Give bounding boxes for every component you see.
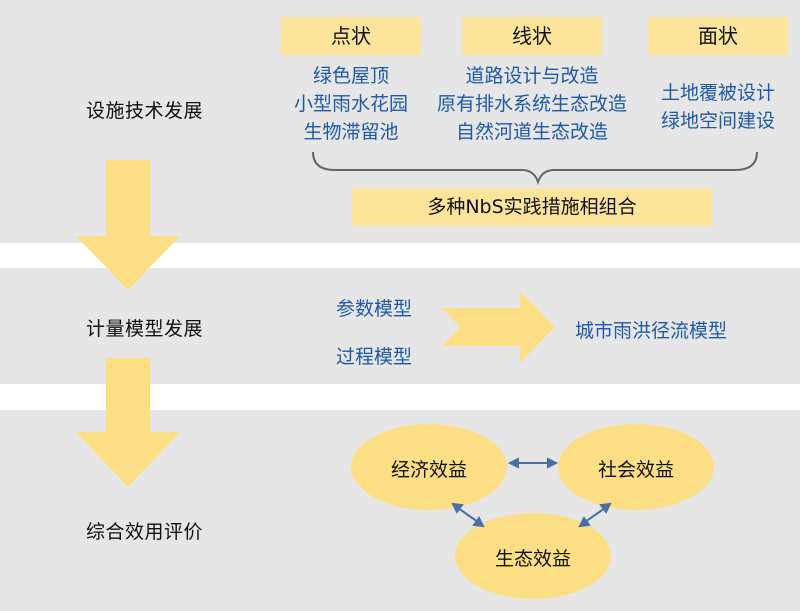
combination-box: 多种NbS实践措施相组合 bbox=[352, 188, 712, 226]
category-area-items: 土地覆被设计 绿地空间建设 bbox=[648, 79, 788, 135]
ellipse-economic bbox=[351, 424, 507, 510]
list-item: 自然河道生态改造 bbox=[455, 121, 608, 143]
benefit-social: 社会效益 bbox=[597, 459, 674, 481]
category-point-items: 绿色屋顶 小型雨水花园 生物滞留池 bbox=[281, 62, 421, 146]
flow-arrow-down-1 bbox=[76, 160, 180, 290]
list-item: 原有排水系统生态改造 bbox=[436, 93, 627, 115]
benefit-ecological: 生态效益 bbox=[494, 548, 571, 570]
list-item: 道路设计与改造 bbox=[465, 65, 599, 87]
category-area: 面状 bbox=[648, 17, 788, 55]
stage-label-evaluation: 综合效用评价 bbox=[86, 521, 204, 543]
connector-econ-eco bbox=[457, 507, 479, 523]
list-item: 小型雨水花园 bbox=[293, 93, 408, 115]
flow-arrow-down-2 bbox=[76, 358, 180, 487]
stage-label-model: 计量模型发展 bbox=[86, 318, 204, 340]
model-input-process: 过程模型 bbox=[336, 346, 413, 368]
benefit-economic: 经济效益 bbox=[390, 459, 467, 481]
stage-label-facility: 设施技术发展 bbox=[86, 100, 204, 122]
list-item: 绿色屋顶 bbox=[312, 65, 389, 87]
list-item: 生物滞留池 bbox=[303, 121, 399, 143]
ellipse-ecological bbox=[455, 513, 611, 599]
ellipse-social bbox=[558, 424, 714, 510]
model-output: 城市雨洪径流模型 bbox=[575, 320, 728, 342]
list-item: 土地覆被设计 bbox=[660, 82, 775, 104]
model-arrow bbox=[442, 291, 555, 363]
list-item: 绿地空间建设 bbox=[660, 110, 775, 132]
grouping-brace bbox=[312, 151, 758, 186]
model-input-parametric: 参数模型 bbox=[336, 298, 413, 320]
category-line: 线状 bbox=[462, 17, 602, 55]
category-point: 点状 bbox=[281, 17, 421, 55]
category-line-items: 道路设计与改造 原有排水系统生态改造 自然河道生态改造 bbox=[422, 62, 642, 146]
connector-social-eco bbox=[584, 507, 606, 523]
